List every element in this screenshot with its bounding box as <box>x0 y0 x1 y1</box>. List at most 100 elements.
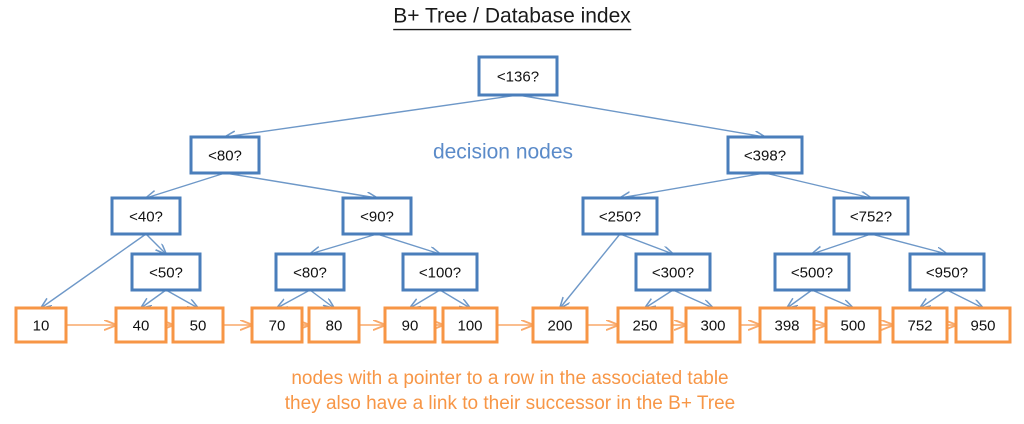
tree-edge <box>277 289 311 308</box>
leaf-node-box[interactable] <box>383 306 437 344</box>
leaf-nodes-layer: 10 40 50 70 80 90 100 200 250 300 398 500 752 950 <box>14 306 1012 344</box>
decision-node-80[interactable]: <80? <box>274 252 346 292</box>
tree-edge <box>787 289 813 308</box>
decision-node-40[interactable]: <40? <box>110 196 182 236</box>
decision-node-label: <250? <box>599 209 641 226</box>
leaf-node-box[interactable] <box>531 306 589 344</box>
leaf-node-50[interactable]: 50 <box>171 306 225 344</box>
decision-node-box[interactable] <box>401 252 479 292</box>
decision-node-label: <950? <box>926 265 968 282</box>
tree-edge <box>310 233 378 254</box>
tree-edge <box>870 233 947 254</box>
decision-node-250[interactable]: <250? <box>581 196 659 236</box>
leaf-node-90[interactable]: 90 <box>383 306 437 344</box>
tree-edge <box>811 289 853 308</box>
leaf-node-label: 200 <box>547 318 572 335</box>
page-title-text: B+ Tree / Database index <box>393 5 631 28</box>
decision-node-label: <136? <box>497 69 539 86</box>
leaf-node-950[interactable]: 950 <box>954 306 1012 344</box>
leaf-node-box[interactable] <box>891 306 949 344</box>
decision-node-box[interactable] <box>130 252 202 292</box>
leaf-node-box[interactable] <box>114 306 168 344</box>
decision-node-box[interactable] <box>832 196 910 236</box>
decision-node-box[interactable] <box>726 135 804 175</box>
leaf-node-box[interactable] <box>250 306 304 344</box>
leaf-node-box[interactable] <box>684 306 742 344</box>
decision-node-136[interactable]: <136? <box>477 55 559 97</box>
leaf-node-box[interactable] <box>824 306 882 344</box>
decision-node-label: <100? <box>419 265 461 282</box>
decision-node-box[interactable] <box>341 196 413 236</box>
decision-node-50[interactable]: <50? <box>130 252 202 292</box>
decision-node-950[interactable]: <950? <box>908 252 986 292</box>
leaf-node-500[interactable]: 500 <box>824 306 882 344</box>
leaf-node-10[interactable]: 10 <box>14 306 68 344</box>
decision-node-box[interactable] <box>274 252 346 292</box>
leaf-node-box[interactable] <box>616 306 674 344</box>
decision-node-label: <80? <box>293 265 327 282</box>
leaf-node-100[interactable]: 100 <box>441 306 499 344</box>
tree-edge <box>764 172 871 198</box>
tree-edge <box>145 233 166 254</box>
leaf-node-40[interactable]: 40 <box>114 306 168 344</box>
leaf-node-label: 300 <box>700 318 725 335</box>
leaf-node-box[interactable] <box>954 306 1012 344</box>
decision-node-label: <500? <box>791 265 833 282</box>
decision-node-90[interactable]: <90? <box>341 196 413 236</box>
tree-edge <box>920 289 948 308</box>
leaf-node-label: 40 <box>133 318 150 335</box>
decision-node-box[interactable] <box>189 135 261 175</box>
decision-node-box[interactable] <box>773 252 851 292</box>
tree-edge <box>645 289 674 308</box>
leaf-node-box[interactable] <box>307 306 361 344</box>
leaf-caption-line-1: nodes with a pointer to a row in the ass… <box>291 368 728 389</box>
leaf-node-box[interactable] <box>14 306 68 344</box>
decision-node-box[interactable] <box>908 252 986 292</box>
tree-edge <box>224 172 377 198</box>
leaf-node-300[interactable]: 300 <box>684 306 742 344</box>
tree-edge <box>560 233 621 308</box>
leaf-node-70[interactable]: 70 <box>250 306 304 344</box>
tree-edge <box>309 289 334 308</box>
leaf-node-250[interactable]: 250 <box>616 306 674 344</box>
decision-nodes-annotation: decision nodes <box>433 141 573 164</box>
leaf-node-398[interactable]: 398 <box>758 306 816 344</box>
leaf-node-box[interactable] <box>758 306 816 344</box>
leaf-node-80[interactable]: 80 <box>307 306 361 344</box>
decision-node-label: <398? <box>744 148 786 165</box>
tree-edge <box>165 289 198 308</box>
decision-node-box[interactable] <box>634 252 712 292</box>
tree-edge <box>141 289 167 308</box>
leaf-node-752[interactable]: 752 <box>891 306 949 344</box>
decision-node-500[interactable]: <500? <box>773 252 851 292</box>
leaf-node-label: 398 <box>774 318 799 335</box>
tree-edge <box>376 233 440 254</box>
decision-node-box[interactable] <box>110 196 182 236</box>
page-title: B+ Tree / Database index <box>393 5 632 31</box>
tree-edge <box>620 172 766 198</box>
leaf-node-label: 80 <box>326 318 343 335</box>
decision-node-398[interactable]: <398? <box>726 135 804 175</box>
decision-node-label: <300? <box>652 265 694 282</box>
tree-edge <box>41 233 147 308</box>
decision-node-label: <752? <box>850 209 892 226</box>
decision-node-300[interactable]: <300? <box>634 252 712 292</box>
leaf-node-200[interactable]: 200 <box>531 306 589 344</box>
leaf-node-label: 950 <box>970 318 995 335</box>
tree-edge <box>439 289 470 308</box>
leaf-node-label: 752 <box>907 318 932 335</box>
decision-node-100[interactable]: <100? <box>401 252 479 292</box>
decision-node-box[interactable] <box>581 196 659 236</box>
leaf-node-box[interactable] <box>441 306 499 344</box>
tree-edge <box>410 289 441 308</box>
leaf-node-box[interactable] <box>171 306 225 344</box>
leaf-node-label: 250 <box>632 318 657 335</box>
decision-node-752[interactable]: <752? <box>832 196 910 236</box>
leaf-node-label: 100 <box>457 318 482 335</box>
decision-node-label: <40? <box>129 209 163 226</box>
decision-node-label: <90? <box>360 209 394 226</box>
decision-node-80[interactable]: <80? <box>189 135 261 175</box>
decision-node-box[interactable] <box>477 55 559 97</box>
